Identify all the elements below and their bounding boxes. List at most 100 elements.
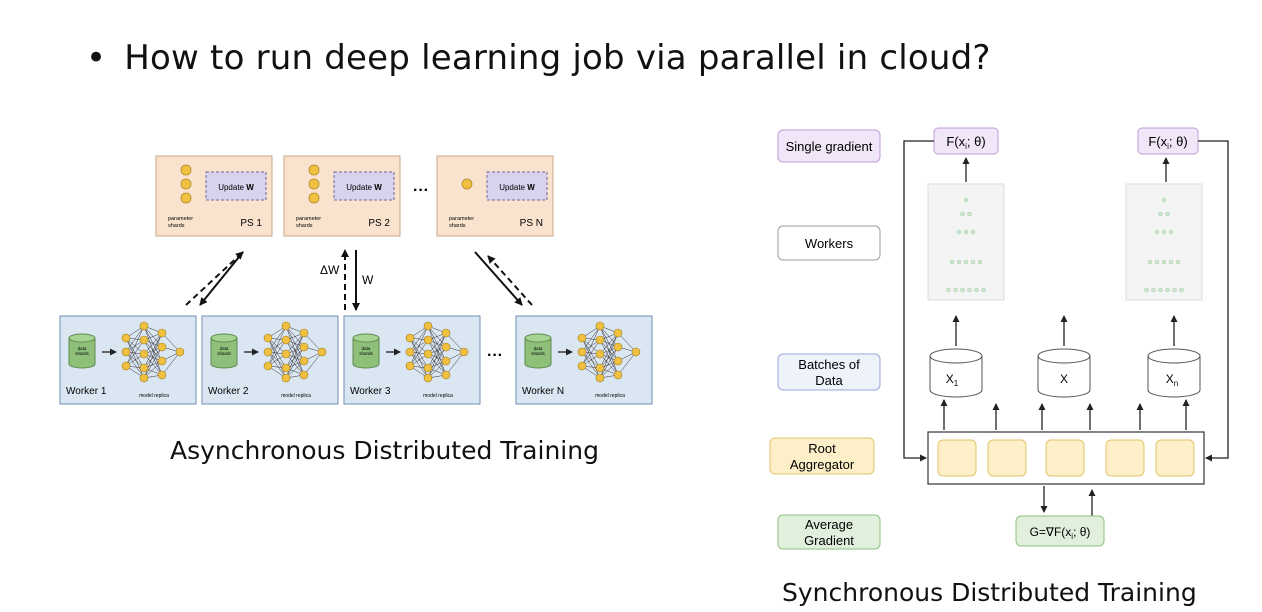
shards-label: parameter bbox=[168, 216, 193, 222]
worker-ellipsis: ··· bbox=[487, 347, 503, 364]
worker-net-node bbox=[974, 287, 979, 293]
data-shard-db-top bbox=[68, 333, 96, 343]
worker-net-node bbox=[970, 229, 976, 235]
worker-net-node bbox=[963, 259, 969, 265]
shards-label: parameter bbox=[296, 216, 321, 222]
shards-label: shards bbox=[168, 223, 185, 229]
nn-edge bbox=[599, 346, 619, 379]
nn-node bbox=[175, 347, 185, 357]
nn-node bbox=[281, 349, 291, 359]
nn-node bbox=[577, 347, 587, 357]
worker-net-node bbox=[1165, 287, 1170, 293]
data-shard-db bbox=[210, 338, 238, 369]
nn-edge bbox=[143, 346, 163, 369]
batch-cylinder-n: Xn bbox=[1147, 348, 1201, 398]
nn-node bbox=[139, 321, 149, 331]
nn-node bbox=[577, 333, 587, 343]
nn-node bbox=[613, 370, 623, 380]
legend-workers-label: Workers bbox=[805, 236, 854, 251]
nn-node bbox=[405, 333, 415, 343]
nn-edge bbox=[161, 332, 181, 353]
param-shard-node bbox=[461, 178, 473, 190]
worker-net-node bbox=[967, 287, 972, 293]
agg-cell-5 bbox=[1155, 439, 1195, 477]
legend-root bbox=[769, 437, 875, 475]
data-shards-label: shards bbox=[359, 351, 373, 356]
nn-node bbox=[631, 347, 641, 357]
nn-node bbox=[121, 347, 131, 357]
nn-node bbox=[595, 363, 605, 373]
param-shard-node bbox=[308, 178, 320, 190]
nn-node bbox=[281, 373, 291, 383]
update-w-box bbox=[333, 171, 395, 201]
worker-net-node bbox=[1158, 287, 1163, 293]
nn-edge bbox=[599, 346, 619, 369]
legend-batches-line1: Batches of bbox=[798, 357, 860, 372]
nn-edge bbox=[125, 339, 145, 367]
nn-node bbox=[441, 356, 451, 366]
nn-edge bbox=[285, 332, 305, 355]
worker-net-node bbox=[1154, 259, 1160, 265]
worker-net-node bbox=[1147, 259, 1153, 265]
worker-label: Worker 3 bbox=[350, 386, 391, 397]
nn-node bbox=[263, 361, 273, 371]
loop-right bbox=[1198, 140, 1229, 462]
worker-net-node bbox=[960, 287, 965, 293]
nn-edge bbox=[125, 351, 145, 379]
worker-net-node bbox=[963, 229, 969, 235]
update-w-label: Update W bbox=[218, 183, 254, 192]
nn-edge bbox=[599, 332, 619, 355]
data-shard-db-top bbox=[524, 333, 552, 343]
worker-net-node bbox=[1161, 259, 1167, 265]
update-w-box bbox=[205, 171, 267, 201]
ps-label: PS 1 bbox=[240, 218, 262, 229]
data-shards-label: shards bbox=[217, 351, 231, 356]
nn-node bbox=[405, 361, 415, 371]
shards-label: parameter bbox=[449, 216, 474, 222]
slide-title: •How to run deep learning job via parall… bbox=[86, 38, 991, 78]
legend-single-gradient-label: Single gradient bbox=[786, 139, 873, 154]
batch-n-label: Xn bbox=[1166, 372, 1178, 388]
worker-net-node bbox=[946, 287, 951, 293]
legend-batches bbox=[777, 353, 881, 391]
worker-net-node bbox=[1154, 229, 1160, 235]
legend-root-line1: Root bbox=[808, 441, 836, 456]
worker-net-node bbox=[963, 197, 969, 203]
worker-net-node bbox=[1161, 229, 1167, 235]
legend-average-line1: Average bbox=[805, 517, 853, 532]
worker-net-node bbox=[956, 229, 962, 235]
nn-edge bbox=[267, 339, 287, 367]
ps-label: PS 2 bbox=[368, 218, 390, 229]
batch-mid-label: X bbox=[1060, 372, 1068, 386]
nn-node bbox=[299, 328, 309, 338]
nn-node bbox=[139, 335, 149, 345]
param-shard-node bbox=[180, 192, 192, 204]
nn-edge bbox=[617, 332, 637, 353]
nn-node bbox=[595, 349, 605, 359]
model-replica-label: model replica bbox=[139, 393, 169, 399]
avg-gradient-label: G=∇F(xi; θ) bbox=[1030, 525, 1091, 541]
nn-node bbox=[157, 342, 167, 352]
worker-net-node bbox=[1158, 211, 1163, 217]
nn-edge bbox=[409, 337, 429, 379]
nn-edge bbox=[143, 332, 163, 355]
nn-node bbox=[423, 363, 433, 373]
ps1-dashed-arrow bbox=[185, 251, 244, 306]
nn-edge bbox=[581, 351, 601, 379]
nn-edge bbox=[427, 332, 447, 355]
f-box-left-label: F(xi; θ) bbox=[946, 134, 985, 151]
worker-net-node bbox=[1175, 259, 1181, 265]
nn-edge bbox=[427, 346, 447, 369]
shards-label: shards bbox=[296, 223, 313, 229]
param-shard-node bbox=[308, 164, 320, 176]
nn-node bbox=[595, 373, 605, 383]
nn-edge bbox=[581, 337, 601, 379]
worker-net-node bbox=[1168, 229, 1174, 235]
nn-edge bbox=[427, 332, 447, 369]
worker-label: Worker N bbox=[522, 386, 564, 397]
